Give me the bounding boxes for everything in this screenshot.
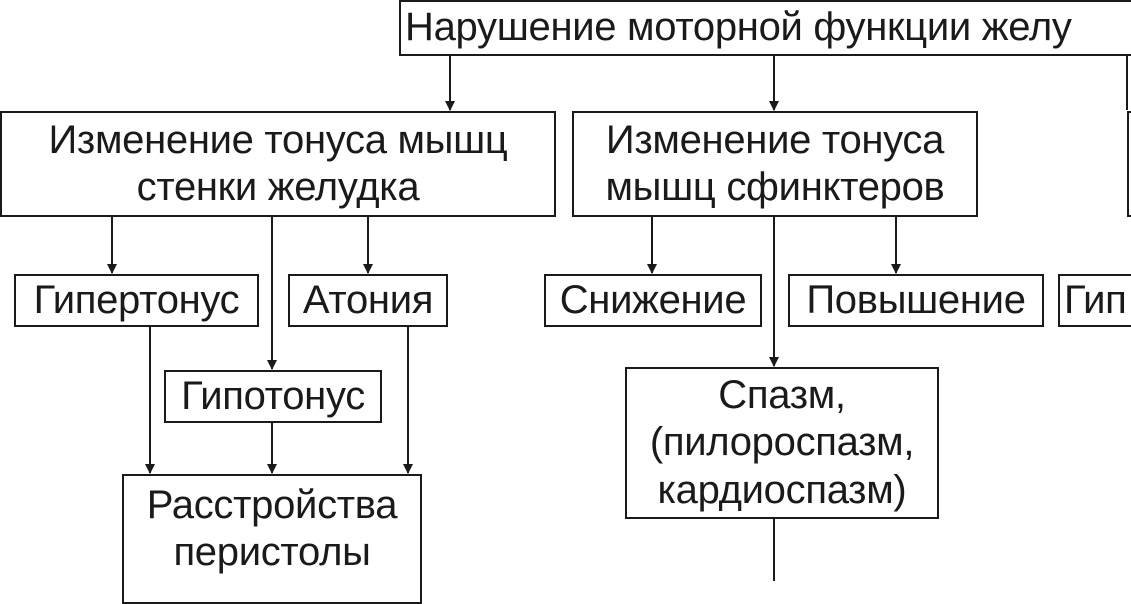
node-wall-tone: Изменение тонуса мышц стенки желудка bbox=[0, 111, 556, 217]
node-hypotonus-label: Гипотонус bbox=[181, 373, 365, 418]
connector-layer bbox=[107, 56, 1128, 581]
node-increase-label: Повышение bbox=[806, 277, 1026, 322]
node-root: Нарушение моторной функции желу bbox=[399, 0, 1131, 56]
node-spasm: Спазм, (пилороспазм, кардиоспазм) bbox=[625, 367, 939, 519]
node-right-partial-box bbox=[1127, 111, 1131, 217]
node-decrease-label: Снижение bbox=[559, 277, 747, 322]
node-sphincter-tone: Изменение тонуса мышц сфинктеров bbox=[572, 111, 978, 217]
node-atonia: Атония bbox=[288, 274, 448, 327]
node-spasm-label: Спазм, (пилороспазм, кардиоспазм) bbox=[649, 373, 915, 512]
node-wall-tone-label: Изменение тонуса мышц стенки желудка bbox=[48, 117, 508, 209]
node-partial-right: Гип bbox=[1058, 274, 1131, 327]
node-hypertonus: Гипертонус bbox=[14, 274, 259, 327]
node-partial-right-label: Гип bbox=[1064, 277, 1127, 322]
node-peristole-disorder: Расстройства перистолы bbox=[122, 474, 422, 604]
node-root-label: Нарушение моторной функции желу bbox=[405, 5, 1072, 50]
node-sphincter-tone-label: Изменение тонуса мышц сфинктеров bbox=[605, 117, 945, 209]
node-peristole-disorder-label: Расстройства перистолы bbox=[146, 483, 398, 575]
node-hypotonus: Гипотонус bbox=[164, 370, 382, 423]
node-atonia-label: Атония bbox=[302, 277, 434, 322]
node-decrease: Снижение bbox=[544, 274, 762, 327]
node-increase: Повышение bbox=[788, 274, 1044, 327]
node-hypertonus-label: Гипертонус bbox=[33, 277, 240, 322]
